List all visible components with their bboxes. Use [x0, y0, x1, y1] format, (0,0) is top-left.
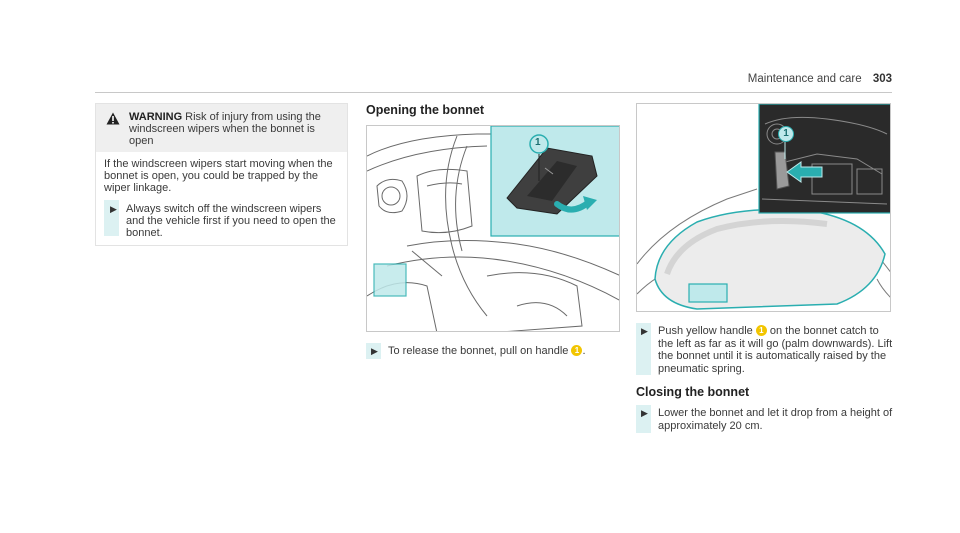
warning-triangle-icon [106, 112, 120, 125]
warning-step-text: Always switch off the windscreen wipers … [126, 203, 336, 239]
step-arrow-icon: ▶ [641, 326, 648, 336]
closing-step: ▶ Lower the bonnet and let it drop from … [636, 405, 896, 433]
figure-callout-1: 1 [535, 137, 541, 148]
warning-body: If the windscreen wipers start moving wh… [96, 152, 347, 245]
warning-paragraph: If the windscreen wipers start moving wh… [104, 158, 333, 194]
step-arrow-icon: ▶ [371, 346, 378, 356]
figure-bonnet-catch: 1 [636, 103, 891, 312]
bonnet-illustration [637, 104, 890, 310]
closing-title: Closing the bonnet [636, 385, 750, 399]
push-step-text: Push yellow handle [658, 325, 753, 337]
push-step: ▶ Push yellow handle 1 on the bonnet cat… [636, 323, 896, 375]
warning-heading-text: Risk of injury from using the windscreen… [129, 111, 321, 147]
callout-badge-1: 1 [571, 345, 583, 356]
closing-step-text: Lower the bonnet and let it drop from a … [658, 407, 893, 432]
step-marker-bar [366, 343, 381, 359]
warning-title: WARNING [129, 111, 183, 123]
figure-interior-handle: 1 [366, 125, 620, 332]
opening-step-text: To release the bonnet, pull on handle [388, 345, 569, 357]
callout-badge-1: 1 [755, 325, 767, 336]
page-header: Maintenance and care 303 [748, 73, 892, 85]
figure-callout-1: 1 [778, 126, 794, 142]
section-title: Maintenance and care [747, 73, 862, 85]
warning-step: ▶ Always switch off the windscreen wiper… [104, 200, 339, 239]
interior-illustration [367, 126, 619, 331]
opening-title: Opening the bonnet [366, 103, 485, 117]
header-divider [95, 92, 892, 93]
push-step-text-cont: on the bonnet catch to the left as far a… [658, 325, 893, 375]
opening-step-end: . [582, 345, 586, 357]
opening-step: ▶ To release the bonnet, pull on handle … [366, 343, 620, 359]
step-marker-bar [636, 323, 651, 375]
step-arrow-icon: ▶ [110, 204, 117, 214]
step-marker-bar [636, 405, 651, 433]
page-number: 303 [872, 73, 892, 85]
step-arrow-icon: ▶ [641, 408, 648, 418]
step-marker-bar [104, 200, 119, 236]
